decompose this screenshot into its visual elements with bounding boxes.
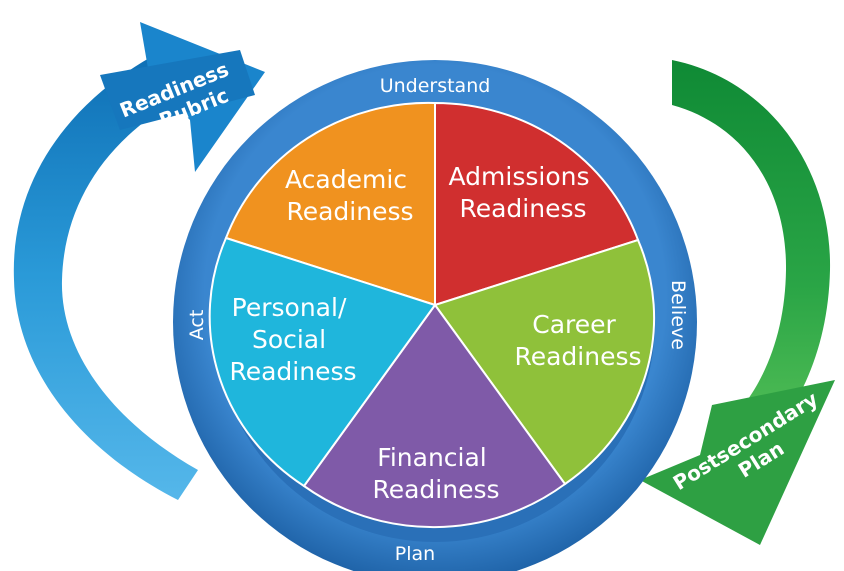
ring-label-top: Understand: [380, 75, 491, 97]
readiness-rubric-arrow: Readiness Rubric: [13, 22, 265, 500]
segment-financial: [302, 303, 567, 529]
ring-label-left: Act: [186, 310, 208, 341]
segment-personal-social: [208, 236, 437, 488]
label-personal-social: Personal/ Social Readiness: [229, 293, 356, 386]
label-financial: Financial Readiness: [372, 443, 499, 504]
label-academic: Academic Readiness: [285, 165, 415, 226]
green-arrow-head: [640, 380, 835, 545]
ring-label-bottom: Plan: [395, 543, 435, 565]
readiness-pie: [208, 101, 656, 529]
segment-admissions: [434, 101, 640, 307]
blue-arrow-body: [13, 52, 198, 500]
segment-career: [433, 238, 656, 486]
ring-label-right: Believe: [667, 280, 689, 350]
blue-arrow-band: [100, 50, 255, 130]
label-admissions: Admissions Readiness: [449, 162, 598, 223]
green-arrow-body: [672, 60, 831, 470]
label-career: Career Readiness: [514, 310, 641, 371]
